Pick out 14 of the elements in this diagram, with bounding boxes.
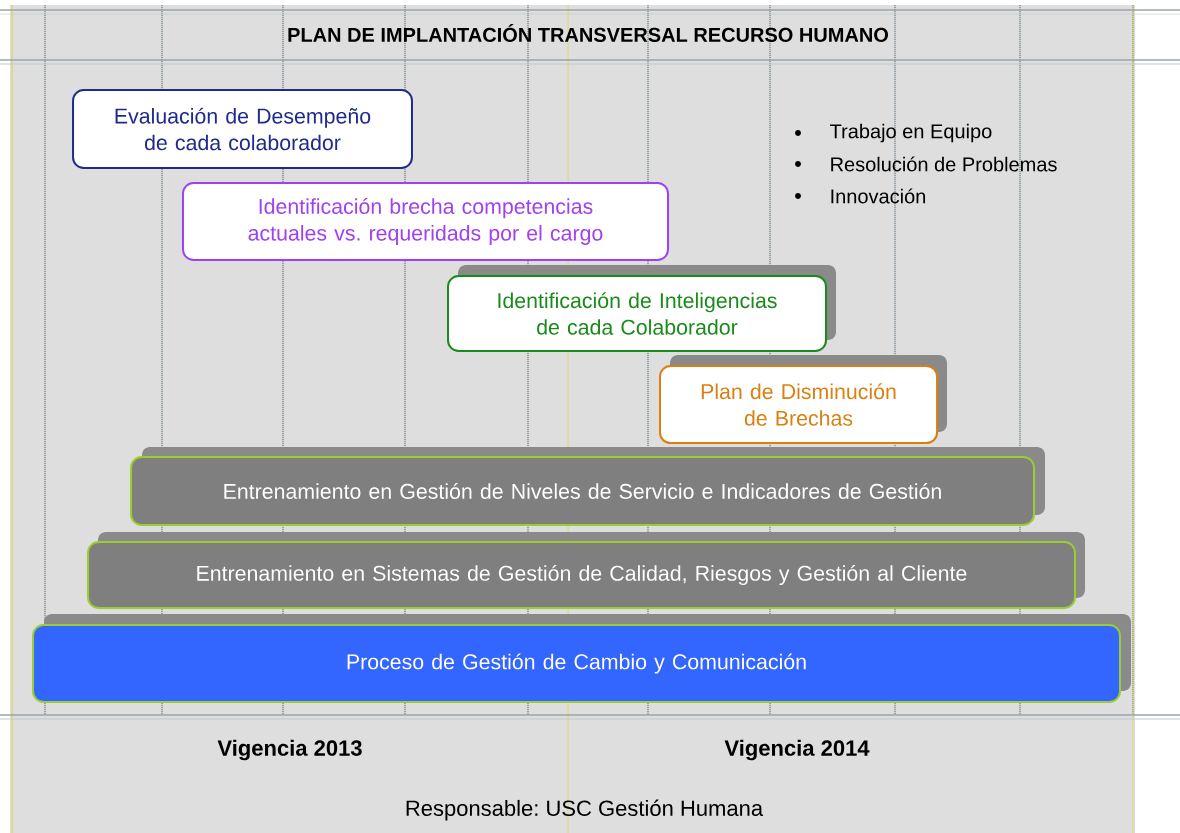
list-item: Trabajo en Equipo	[830, 123, 992, 143]
process-box: Identificación de Inteligencias de cada Colaborador	[447, 265, 836, 352]
process-box: Plan de Disminución de Brechas	[659, 355, 947, 445]
footer-note: Responsable: USC Gestión Humana	[406, 799, 764, 821]
layer-bar: Proceso de Gestión de Cambio y Comunicación	[32, 614, 1131, 704]
process-box: Evaluación de Desempeño de cada colaborador	[72, 89, 413, 169]
column-label: Vigencia 2013	[217, 739, 362, 761]
title: PLAN DE IMPLANTACIÓN TRANSVERSAL RECURSO HUMANO	[288, 24, 888, 42]
list-item: Resolución de Problemas	[831, 156, 1057, 172]
column-label: Vigencia 2014	[724, 739, 870, 761]
list-item: Innovación	[831, 188, 926, 204]
layer-bar: Entrenamiento en Gestión de Niveles de Servicio e Indicadores de Gestión	[130, 447, 1045, 526]
process-box: Identificación brecha competencias actuales vs. requeridads por el cargo	[181, 181, 670, 262]
layer-bar: Entrenamiento en Sistemas de Gestión de Calidad, Riesgos y Gestión al Cliente	[87, 532, 1085, 609]
